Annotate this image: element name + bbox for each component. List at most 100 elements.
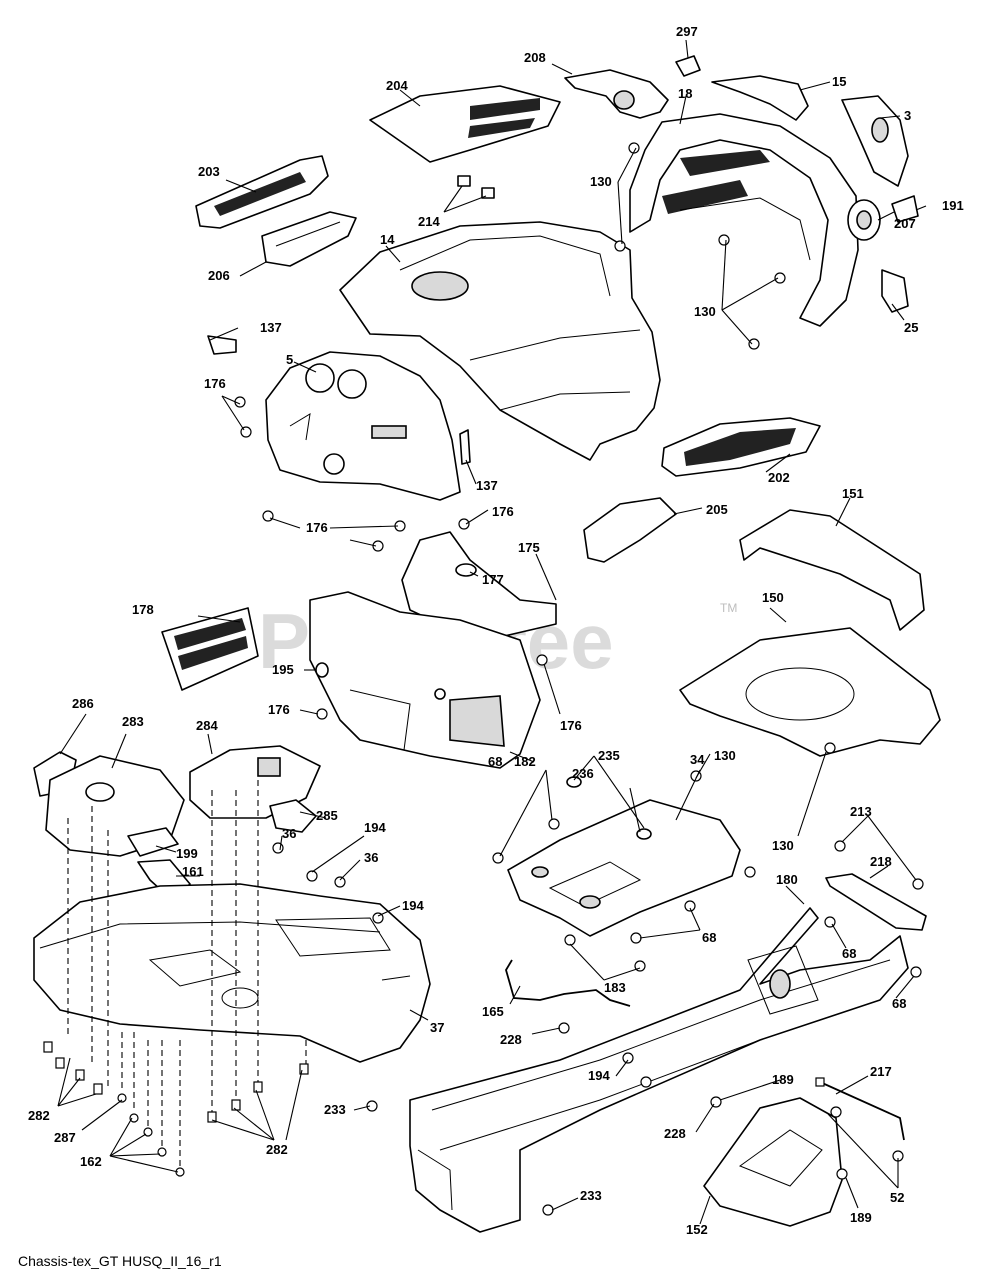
callout-189-a: 189 — [772, 1072, 794, 1087]
part-15-hood-trim[interactable] — [711, 75, 809, 121]
callout-178: 178 — [132, 602, 154, 617]
part-217-rod[interactable] — [815, 1077, 905, 1141]
callout-195: 195 — [272, 662, 294, 677]
part-208-light-bracket[interactable] — [564, 69, 669, 119]
part-195-bushing[interactable] — [315, 662, 329, 678]
part-177-knob[interactable] — [455, 563, 477, 577]
callout-191: 191 — [942, 198, 964, 213]
callout-176-b: 176 — [306, 520, 328, 535]
part-285-cover[interactable] — [269, 799, 317, 833]
callout-176-d: 176 — [268, 702, 290, 717]
callout-162: 162 — [80, 1154, 102, 1169]
callout-3: 3 — [904, 108, 911, 123]
callout-34: 34 — [690, 752, 705, 767]
callout-233-a: 233 — [324, 1102, 346, 1117]
part-199-insert[interactable] — [127, 827, 179, 857]
callout-68-c: 68 — [842, 946, 856, 961]
callout-213: 213 — [850, 804, 872, 819]
callout-204: 204 — [386, 78, 408, 93]
part-205-trim[interactable] — [583, 497, 677, 563]
callout-228-b: 228 — [664, 1126, 686, 1141]
callout-283: 283 — [122, 714, 144, 729]
callout-189-b: 189 — [850, 1210, 872, 1225]
part-207-lamp[interactable] — [847, 199, 881, 241]
part-214-clips[interactable] — [457, 175, 495, 199]
callout-130-upper: 130 — [590, 174, 612, 189]
part-137-bracket-upper[interactable] — [207, 335, 237, 355]
part-137-bracket-lower[interactable] — [459, 429, 471, 465]
callout-208: 208 — [524, 50, 546, 65]
callout-25: 25 — [904, 320, 918, 335]
part-235-bushings[interactable] — [566, 776, 652, 840]
callout-15: 15 — [832, 74, 846, 89]
callout-183: 183 — [604, 980, 626, 995]
callout-176-c: 176 — [492, 504, 514, 519]
part-37-fender-base[interactable] — [33, 883, 431, 1063]
part-5-dash-panel[interactable] — [265, 351, 461, 501]
callout-297: 297 — [676, 24, 698, 39]
callout-130-lower: 130 — [772, 838, 794, 853]
part-150-floor-pan[interactable] — [679, 627, 941, 757]
callout-151: 151 — [842, 486, 864, 501]
callout-199: 199 — [176, 846, 198, 861]
callout-233-b: 233 — [580, 1188, 602, 1203]
part-25-lens[interactable] — [881, 269, 909, 313]
part-218-bracket[interactable] — [825, 873, 927, 931]
part-204-hood-cover[interactable] — [369, 85, 561, 163]
watermark-tm: TM — [720, 601, 737, 615]
callout-177: 177 — [482, 572, 504, 587]
callout-235: 235 — [598, 748, 620, 763]
callout-130-grille: 130 — [694, 304, 716, 319]
part-175-plate[interactable] — [401, 531, 557, 645]
callout-285: 285 — [316, 808, 338, 823]
fender-fasteners[interactable] — [43, 1041, 309, 1177]
part-152-seat-pan[interactable] — [703, 1097, 843, 1227]
callout-282-a: 282 — [28, 1108, 50, 1123]
part-178-side-grille[interactable] — [161, 607, 259, 691]
callout-68-top: 68 — [488, 754, 502, 769]
callout-205: 205 — [706, 502, 728, 517]
callout-14: 14 — [380, 232, 395, 247]
part-206-dash-insert[interactable] — [261, 211, 357, 267]
callout-182: 182 — [514, 754, 536, 769]
part-297-knob[interactable] — [675, 55, 701, 77]
callout-202: 202 — [768, 470, 790, 485]
part-203-dash-top[interactable] — [195, 155, 329, 229]
callout-282-b: 282 — [266, 1142, 288, 1157]
callout-228-a: 228 — [500, 1032, 522, 1047]
callout-176-e: 176 — [560, 718, 582, 733]
part-284-fender-cap-right[interactable] — [189, 745, 321, 819]
leader-lines — [57, 39, 927, 1225]
callout-137-upper: 137 — [260, 320, 282, 335]
callout-18: 18 — [678, 86, 692, 101]
part-180-frame[interactable] — [409, 907, 909, 1233]
part-191-clip[interactable] — [891, 195, 919, 223]
callout-130-pan: 130 — [714, 748, 736, 763]
part-151-bracket[interactable] — [739, 509, 925, 631]
callout-284: 284 — [196, 718, 218, 733]
callout-206: 206 — [208, 268, 230, 283]
fender-drop-lines — [67, 780, 307, 1168]
callout-36-b: 36 — [364, 850, 378, 865]
callout-217: 217 — [870, 1064, 892, 1079]
callout-176-a: 176 — [204, 376, 226, 391]
part-182-steering-tower[interactable] — [309, 591, 541, 769]
part-202-grille-insert[interactable] — [661, 417, 821, 477]
callout-161: 161 — [182, 864, 204, 879]
part-165-rod[interactable] — [505, 959, 631, 1007]
part-34-mount-plate[interactable] — [507, 799, 741, 937]
part-14-hood[interactable] — [339, 221, 661, 461]
callout-175: 175 — [518, 540, 540, 555]
callout-labels: 297 208 15 204 18 3 203 130 214 191 207 … — [28, 24, 964, 1237]
callout-5: 5 — [286, 352, 293, 367]
part-3-side-trim[interactable] — [841, 95, 909, 187]
callout-180: 180 — [776, 872, 798, 887]
callout-236: 236 — [572, 766, 594, 781]
callout-137-lower: 137 — [476, 478, 498, 493]
part-18-front-grille[interactable] — [629, 113, 859, 327]
callout-150: 150 — [762, 590, 784, 605]
callout-286: 286 — [72, 696, 94, 711]
callout-207: 207 — [894, 216, 916, 231]
callout-194-a: 194 — [364, 820, 386, 835]
